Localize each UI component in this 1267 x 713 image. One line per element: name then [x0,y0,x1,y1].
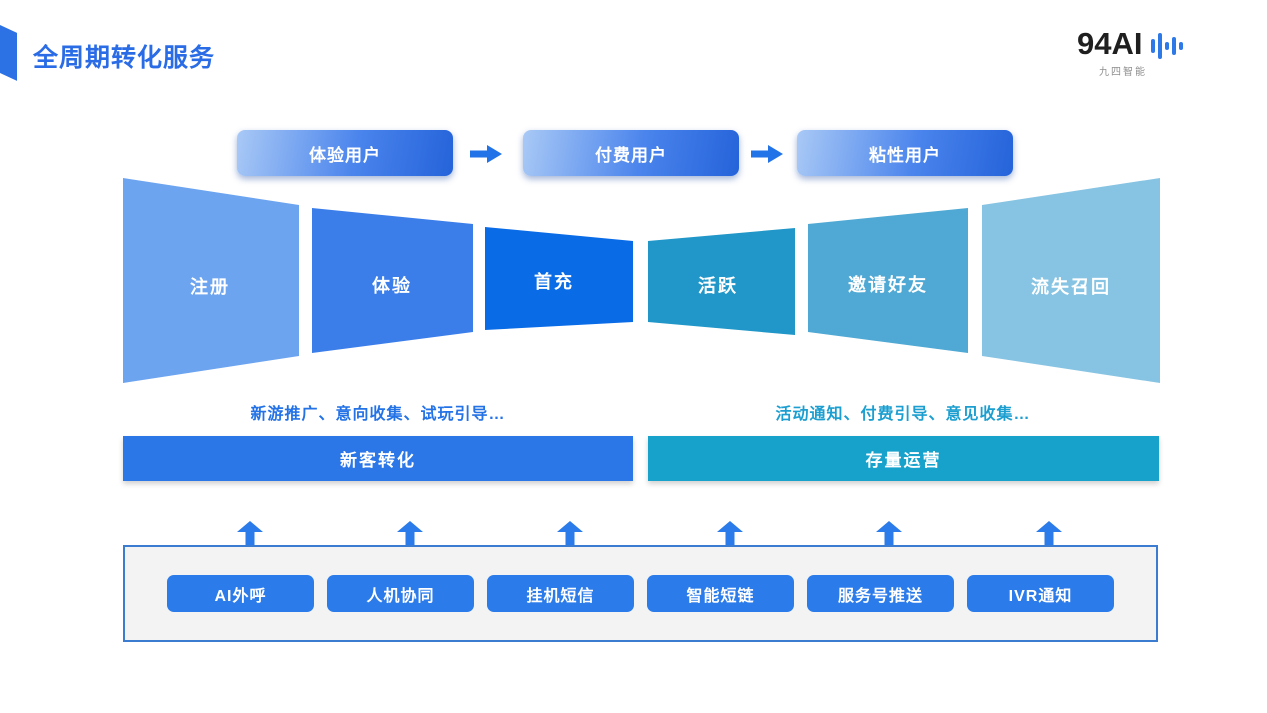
user-stage-label: 体验用户 [309,145,381,165]
user-stage-label: 粘性用户 [869,145,941,165]
band-new-customer-conversion: 新客转化 [123,436,633,481]
user-stage-sticky: 粘性用户 [797,130,1013,176]
funnel-stage-invite-friends [808,208,968,353]
funnel-stage-label: 流失召回 [1031,277,1111,297]
funnel-stage-active [648,228,795,335]
band-label: 新客转化 [340,451,416,470]
funnel-stage-label: 体验 [372,276,412,296]
channel-hangup-sms: 挂机短信 [487,575,634,612]
up-arrow-icon [557,521,583,545]
company-logo: 94AI 九四智能 [1077,26,1197,78]
channels-container: AI外呼 人机协同 挂机短信 智能短链 服务号推送 IVR通知 [123,545,1158,642]
funnel-stage-label: 邀请好友 [848,275,928,295]
right-arrow-icon [470,145,502,163]
funnel-stage-label: 注册 [190,277,230,297]
channel-human-machine-collab: 人机协同 [327,575,474,612]
funnel-stage-register [123,178,299,383]
channel-ivr-notification: IVR通知 [967,575,1114,612]
caption-existing-user-tactics: 活动通知、付费引导、意见收集… [775,406,1031,423]
funnel-stage-label: 活跃 [698,276,738,296]
funnel-stage-label: 首充 [534,272,574,292]
logo-wordmark: 94AI [1077,26,1143,61]
channel-smart-short-link: 智能短链 [647,575,794,612]
up-arrow-icon [717,521,743,545]
channel-ai-outbound-call: AI外呼 [167,575,314,612]
sound-wave-icon [1151,32,1183,60]
band-existing-customer-operation: 存量运营 [648,436,1159,481]
up-arrow-icon [876,521,902,545]
funnel-stage-trial [312,208,473,353]
caption-new-user-tactics: 新游推广、意向收集、试玩引导… [250,406,506,423]
funnel-stage-first-charge [485,227,633,330]
up-arrow-icon [1036,521,1062,545]
up-arrow-icon [237,521,263,545]
page-title: 全周期转化服务 [33,44,216,72]
logo-subtitle: 九四智能 [1099,67,1147,78]
channel-service-account-push: 服务号推送 [807,575,954,612]
funnel-stage-churn-recall [982,178,1160,383]
band-label: 存量运营 [865,451,942,470]
up-arrow-icon [397,521,423,545]
user-stage-trial: 体验用户 [237,130,453,176]
user-stage-label: 付费用户 [595,145,667,165]
user-stage-paying: 付费用户 [523,130,739,176]
right-arrow-icon [751,145,783,163]
